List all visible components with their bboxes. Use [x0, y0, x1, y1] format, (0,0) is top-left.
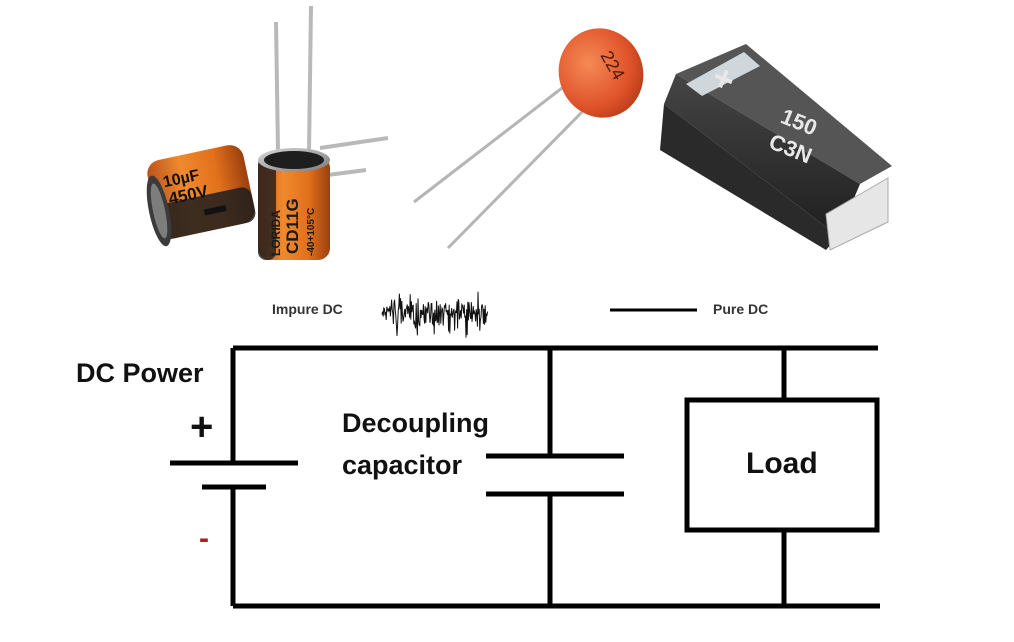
electrolytic-capacitor-large: LORIDA CD11G -40+105°C: [258, 5, 389, 260]
circuit: [170, 345, 880, 609]
electrolytic-capacitor-small: 10µF 450V: [146, 145, 256, 247]
minus-sign: -: [199, 522, 209, 555]
ceramic-capacitor: 224: [413, 28, 644, 250]
dc-power-label: DC Power: [76, 358, 204, 388]
decoupling-capacitor-label: Decoupling capacitor: [342, 402, 489, 486]
tantalum-capacitor: + 150 C3N: [660, 44, 892, 251]
decoupling-label-line2: capacitor: [342, 450, 463, 480]
plus-sign: +: [190, 405, 214, 449]
large-cap-brand: LORIDA: [269, 210, 283, 256]
impure-dc-waveform: [381, 291, 489, 338]
decoupling-label-line1: Decoupling: [342, 408, 489, 438]
large-cap-temp: -40+105°C: [306, 208, 317, 256]
load-label: Load: [746, 447, 818, 480]
impure-dc-label: Impure DC: [272, 301, 343, 317]
large-cap-model: CD11G: [283, 198, 302, 254]
pure-dc-label: Pure DC: [713, 301, 769, 317]
